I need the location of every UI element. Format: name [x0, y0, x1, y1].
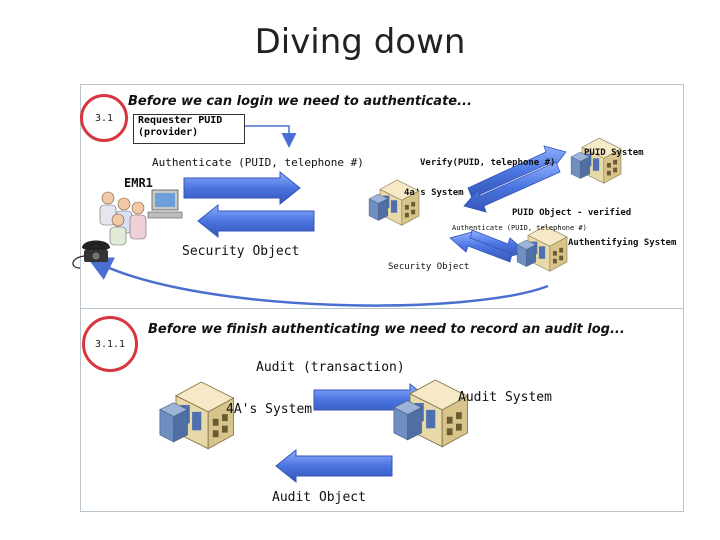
- security-object-small-arrow: [449, 231, 513, 263]
- security-object-small-label: Security Object: [388, 262, 470, 272]
- verify-label: Verify(PUID, telephone #): [420, 158, 556, 168]
- 4a-system-label: 4a's System: [404, 188, 464, 198]
- slide-title: Diving down: [254, 22, 466, 62]
- audit-object-return-arrow: [275, 449, 393, 483]
- audit-system-label: Audit System: [458, 390, 552, 405]
- security-object-main-label: Security Object: [182, 244, 300, 259]
- puid-object-return-arrow: [463, 161, 561, 213]
- audit-object-label: Audit Object: [272, 490, 366, 505]
- requester-line-2: (provider): [138, 127, 199, 138]
- section-3-1-number: 3.1: [94, 113, 114, 124]
- security-object-return-arrow: [197, 204, 315, 238]
- audit-transaction-label: Audit (transaction): [256, 360, 405, 375]
- authenticate-arrow: [183, 171, 301, 205]
- authenticate-label: Authenticate (PUID, telephone #): [152, 156, 364, 169]
- requester-line-1: Requester PUID: [138, 115, 223, 126]
- 4a-system-audit-server-icon: [159, 381, 235, 450]
- people-group-icon: [99, 191, 147, 246]
- section-3-1-callout: 3.1: [80, 94, 128, 142]
- puid-system-server-icon: [570, 137, 622, 184]
- puid-object-label: PUID Object - verified: [512, 208, 632, 218]
- verify-arrow: [467, 145, 567, 199]
- puid-system-label: PUID System: [584, 148, 644, 158]
- telephone-icon: [72, 240, 110, 269]
- section-3-1-1-number: 3.1.1: [94, 339, 126, 350]
- authenticate-small-label: Authenticate (PUID, telephone #): [452, 224, 587, 232]
- requester-connector-arrow: [245, 125, 297, 148]
- 4a-system-server-icon: [368, 179, 420, 226]
- section-3-1-1-callout: 3.1.1: [82, 316, 138, 372]
- section-3-1-heading: Before we can login we need to authentic…: [128, 94, 472, 109]
- authentifying-system-label: Authentifying System: [568, 238, 677, 248]
- return-curve-arrow: [87, 257, 549, 307]
- 4a-system-audit-label: 4A's System: [226, 402, 313, 417]
- emr-label: EMR1: [124, 176, 153, 190]
- authentifying-system-server-icon: [516, 225, 568, 272]
- computer-icon: [147, 189, 183, 219]
- section-3-1-1-heading: Before we finish authenticating we need …: [148, 322, 625, 337]
- requester-box: Requester PUID (provider): [133, 114, 245, 144]
